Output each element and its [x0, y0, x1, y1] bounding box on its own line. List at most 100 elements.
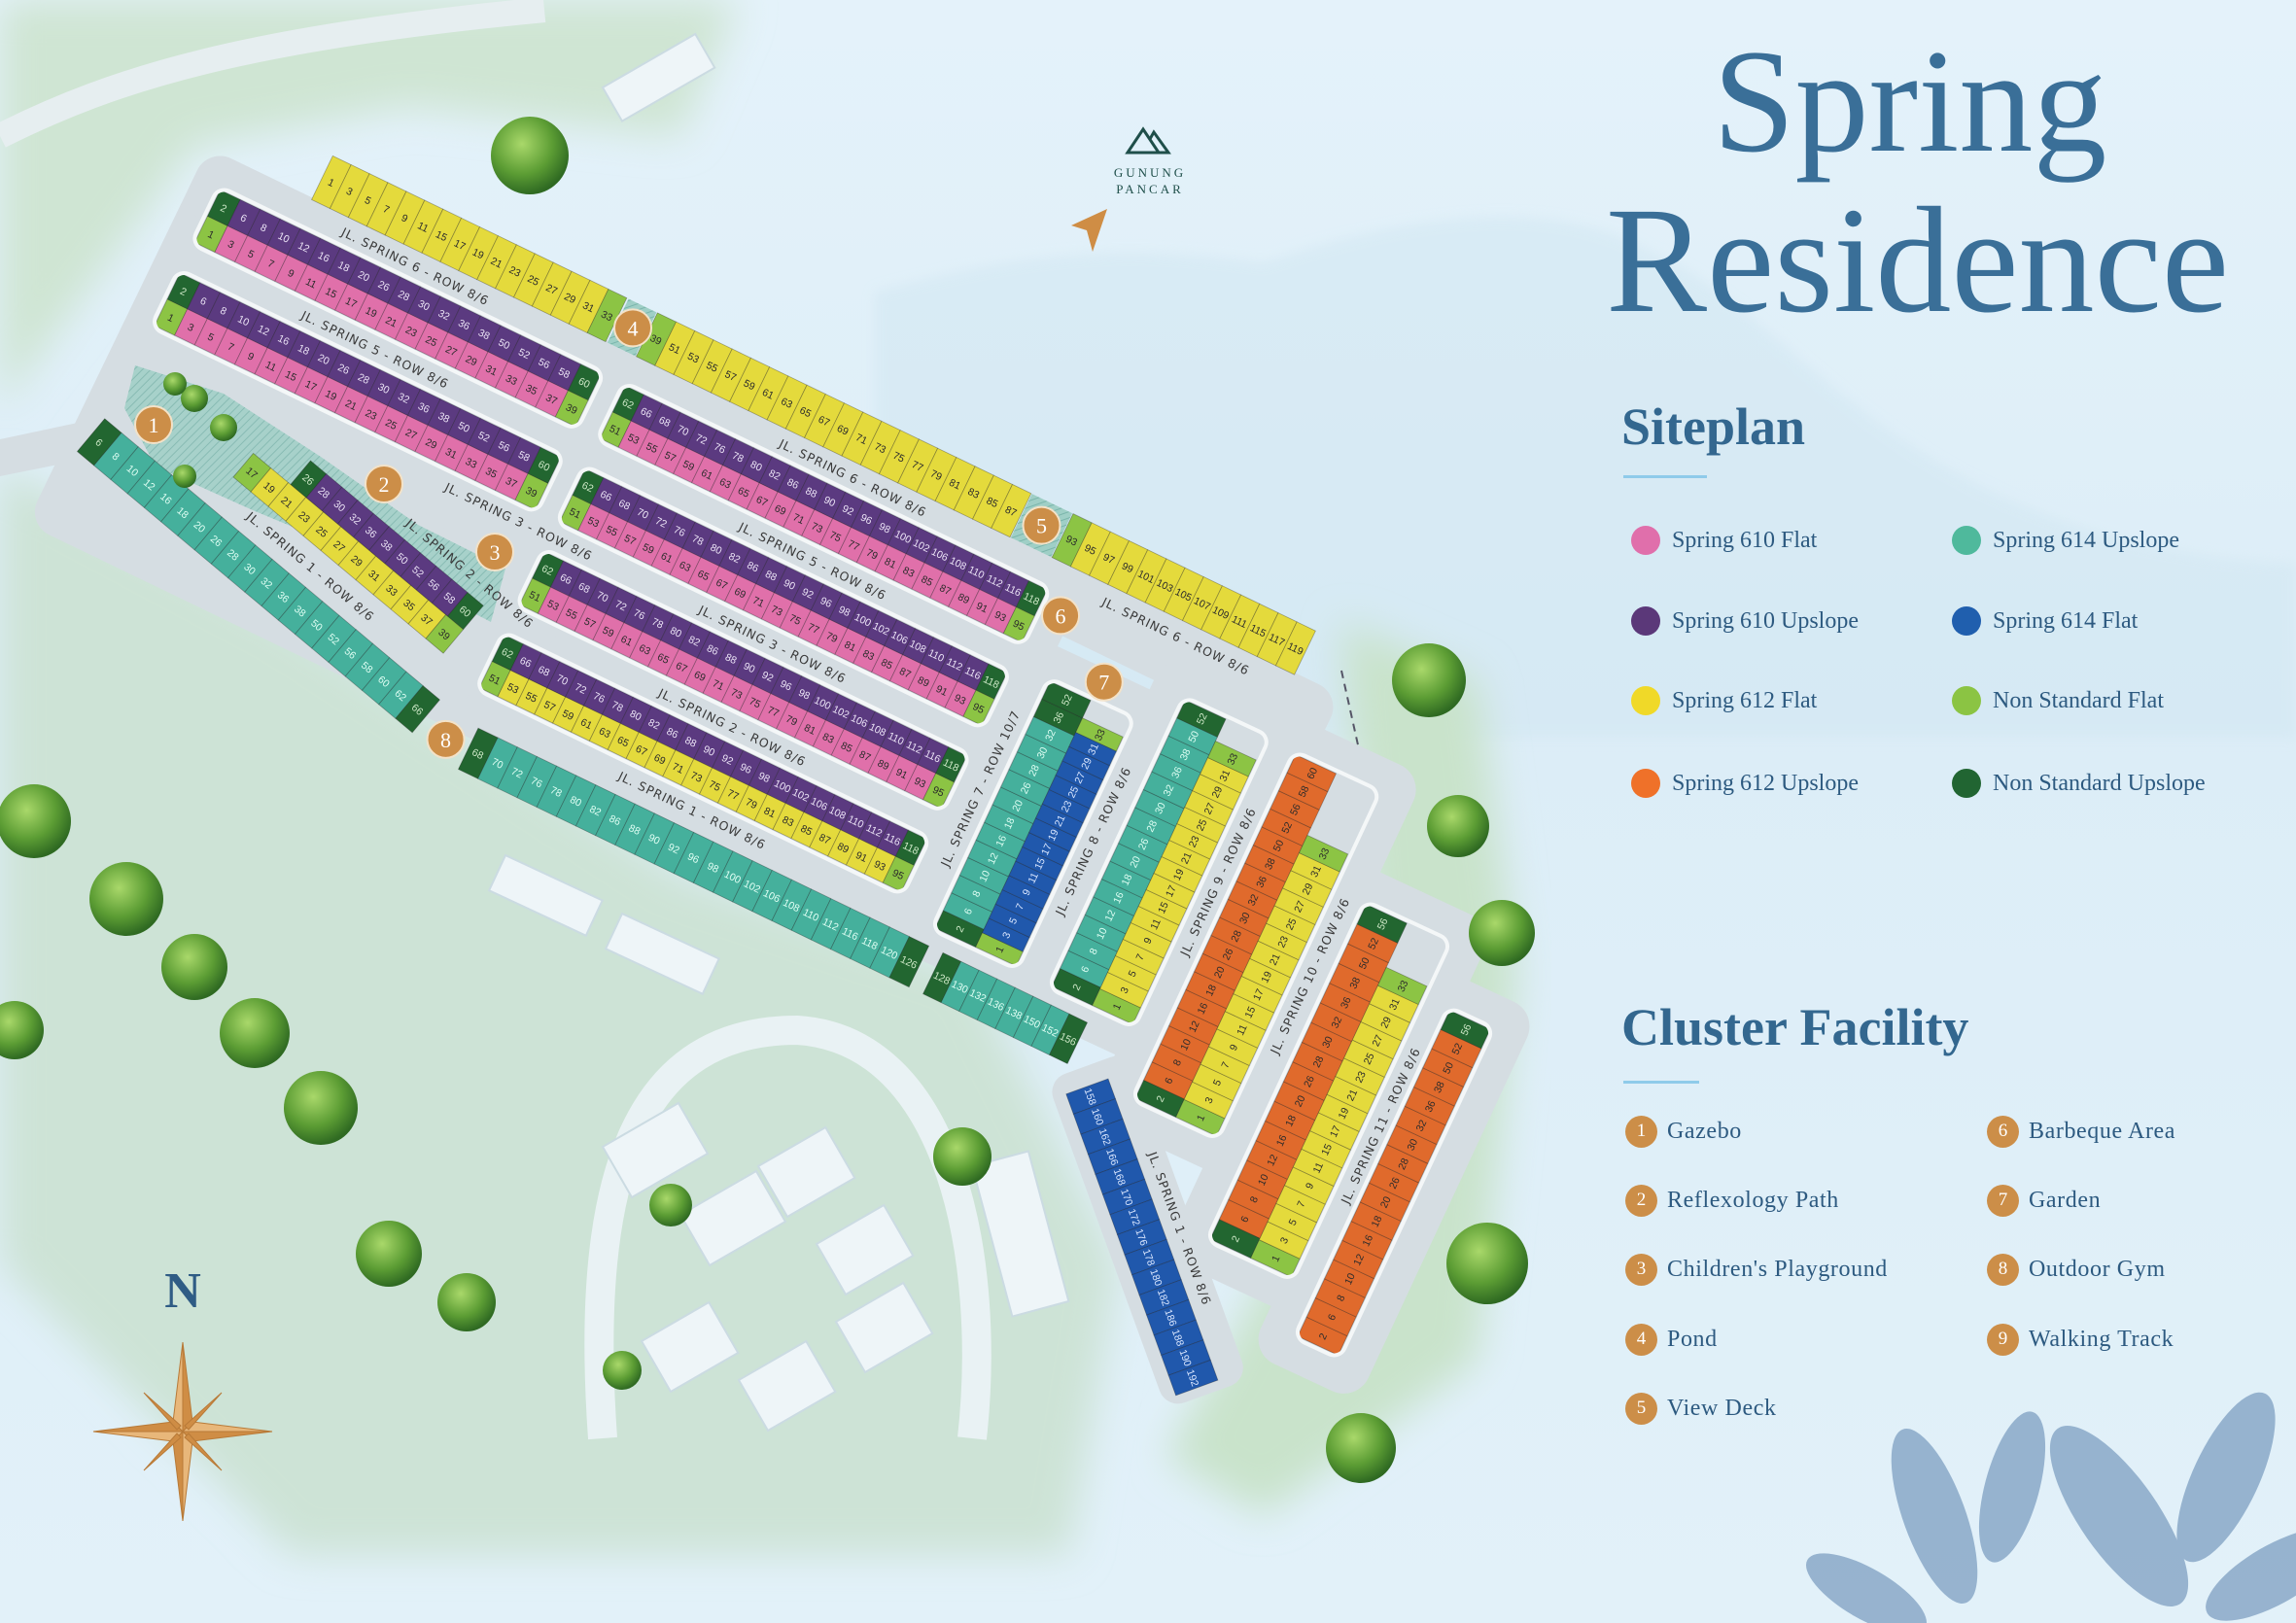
lot: 23	[1335, 1057, 1385, 1096]
facility-marker-badge	[1084, 662, 1124, 702]
facility-marker-badge	[426, 719, 466, 759]
block-curb	[598, 384, 1050, 644]
lot: 39	[554, 390, 589, 428]
lot-number: 168	[1111, 1167, 1128, 1188]
lot: 33	[586, 288, 628, 343]
lot-number: 83	[781, 814, 796, 830]
lot-number: 27	[403, 427, 419, 442]
facility-marker-badge	[134, 405, 173, 444]
lot-strip: 5153555759616365676971737577798183858789…	[559, 494, 995, 726]
lot: 81	[753, 793, 786, 831]
block-curb	[557, 466, 1009, 728]
facility-marker-badge	[365, 465, 403, 503]
lot: 71	[841, 411, 883, 466]
lot-number: 23	[1187, 834, 1202, 849]
lot-number: 50	[456, 420, 471, 435]
lot-number: 50	[1357, 955, 1373, 971]
facility-label: Gazebo	[1667, 1118, 1742, 1144]
lot-number: 79	[864, 547, 880, 563]
lot-number: 55	[564, 606, 579, 622]
lot: 30	[1386, 1124, 1438, 1164]
facility-number-badge: 4	[1625, 1323, 1657, 1356]
column-block: 2681012161820262830323638505256135791115…	[1207, 902, 1450, 1279]
lot: 28	[1126, 807, 1177, 846]
lot: 95	[882, 855, 915, 892]
lot-number: 62	[580, 480, 596, 496]
lot: 29	[1360, 1003, 1410, 1042]
lot-number: 93	[872, 858, 887, 874]
lot-number: 39	[524, 485, 539, 501]
legend-item: Spring 614 Flat	[1952, 604, 2138, 639]
lot-number: 188	[1169, 1328, 1186, 1348]
lot-number: 59	[601, 625, 616, 640]
lot-number: 27	[1072, 771, 1088, 786]
lot: 91	[845, 838, 878, 875]
lot-number: 33	[1396, 979, 1411, 994]
lot-number: 29	[464, 353, 479, 368]
lot: 7	[254, 244, 289, 282]
lot: 26	[366, 266, 401, 304]
building	[834, 1281, 934, 1374]
lot-number: 8	[218, 305, 228, 318]
lot: 11	[1216, 1011, 1267, 1049]
lot-number: 6	[962, 907, 975, 917]
lot-number: 52	[1279, 820, 1295, 836]
legend-swatch	[1952, 686, 1981, 715]
lot-number: 8	[1335, 1294, 1347, 1304]
lot-number: 6	[238, 212, 249, 224]
lot-number: 68	[537, 664, 552, 679]
lot-number: 36	[1339, 995, 1354, 1011]
lot-number: 3	[226, 238, 236, 251]
lot: 152	[1030, 1004, 1070, 1055]
legend-label: Spring 610 Upslope	[1672, 607, 1859, 634]
lot-number: 50	[1186, 729, 1201, 744]
lot-number: 27	[543, 282, 559, 297]
lot-number: 51	[527, 589, 542, 604]
lot: 81	[874, 544, 907, 581]
lot: 82	[718, 538, 751, 576]
lot-number: 30	[1153, 801, 1168, 816]
lot-number: 93	[1063, 534, 1079, 549]
lot-number: 52	[1195, 711, 1210, 727]
lot: 11	[1008, 860, 1058, 895]
lot: 32	[336, 500, 374, 538]
lot: 56	[1356, 904, 1408, 944]
lot-number: 31	[580, 299, 596, 315]
lot-number: 18	[336, 259, 352, 275]
lot-number: 23	[507, 264, 523, 280]
lot-plot	[214, 328, 249, 365]
lot-number: 90	[782, 577, 797, 593]
lot-number: 75	[787, 612, 803, 628]
lot-plot	[395, 685, 440, 734]
lot: 105	[1163, 567, 1204, 622]
lot-number: 21	[489, 256, 504, 271]
lot-number: 11	[303, 276, 318, 292]
lot-number: 98	[877, 521, 892, 536]
lot-number: 69	[692, 669, 708, 684]
column-block: 2681012161820262830323638505213579111517…	[1049, 698, 1269, 1026]
lot: 20	[177, 502, 223, 551]
lot-plot	[577, 503, 610, 540]
lot-number: 3	[186, 322, 196, 334]
lot: 188	[1153, 1319, 1204, 1356]
lot: 85	[972, 474, 1014, 529]
lot-number: 65	[736, 485, 751, 501]
lot-number: 51	[608, 423, 623, 438]
lot-number: 69	[652, 752, 668, 768]
lot-number: 63	[717, 476, 733, 492]
facility-marker-badge	[613, 308, 653, 348]
lot-number: 9	[286, 267, 296, 280]
lot-number: 61	[760, 387, 776, 402]
lot-number: 5	[1211, 1078, 1224, 1088]
lot: 79	[735, 784, 768, 821]
lot-number: 3	[344, 186, 355, 198]
lot-number: 89	[956, 591, 971, 606]
lot: 73	[720, 674, 753, 712]
gunung-pancar-landmark: GUNUNG PANCAR	[1071, 126, 1183, 252]
lot: 89	[907, 663, 940, 700]
greenery	[1166, 622, 1516, 1516]
lot-number: 83	[966, 486, 982, 501]
